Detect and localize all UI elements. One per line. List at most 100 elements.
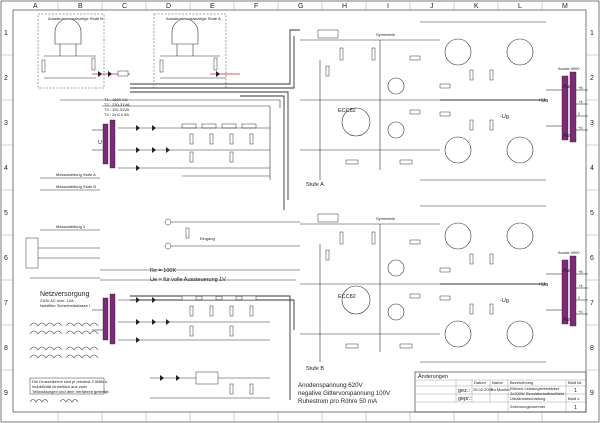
col-label-m: M: [562, 3, 568, 10]
col-label-l: L: [518, 3, 522, 10]
input-ue: Ue = für volle Aussteuerung 1V: [150, 277, 226, 283]
row-gez: gez.:: [458, 388, 470, 394]
col-label-b: B: [78, 3, 83, 10]
diode-icon: [152, 319, 156, 325]
col-bezeichnung: Bezeichnung: [510, 380, 533, 385]
tube-icon: [444, 38, 472, 66]
choke-note-line-3: Teilwicklungen und dem Verfahren geferti…: [32, 389, 110, 394]
monitor-label-b: Messanleitung Stufe B: [56, 184, 96, 189]
stage-a-transformer-label: Anode 9000: [558, 66, 580, 71]
stage-b-transformer-label: Anode 9000: [558, 250, 580, 255]
row-label-right-1: 1: [590, 30, 594, 37]
mains-line-1: 230V AC max. 10A: [40, 298, 74, 303]
monitor-terminals: Messanleitung Stufe A Messanleitung Stuf…: [25, 172, 100, 269]
tube-icon: [444, 222, 472, 250]
description-line-3: Ultralinearschaltung: [510, 396, 545, 401]
col-label-a: A: [33, 3, 38, 10]
choke-note-line-1: Die Drosselkerne sind je mindest 2,5Mikr…: [32, 379, 108, 384]
output-transformer-b: Anode 9000 Aa Ab +8 +4 2 +0: [546, 250, 588, 327]
diode-icon: [166, 319, 170, 325]
power-transformer-lower: [92, 293, 116, 345]
sheet-total: 1: [574, 405, 577, 411]
note-grid-bias: negative Gittervorspannung 100V: [298, 390, 391, 397]
stage-b-ua: +Ua: [538, 282, 549, 288]
col-label-k: K: [474, 3, 479, 10]
meter-stage-b-title: Aussteuerungsanzeige Stufe B: [48, 16, 103, 21]
row-label-7: 7: [4, 300, 8, 307]
col-name: Name: [492, 380, 503, 385]
col-label-g: G: [298, 3, 303, 10]
tube-icon: [341, 107, 371, 137]
tube-icon: [506, 38, 534, 66]
stage-b-ug: -Ug: [500, 298, 509, 304]
row-label-right-6: 6: [590, 255, 594, 262]
stage-a-label: Stufe A: [306, 182, 324, 188]
stage-a-driver-tube: ECC82: [338, 108, 356, 114]
col-blatt: Blatt Nr.: [568, 380, 582, 385]
tap-2: T2 : 230-31VA: [104, 102, 130, 107]
output-stage-a: +Ua -Ug: [420, 21, 549, 181]
input-re: Re = 100K: [150, 268, 176, 274]
row-label-right-9: 9: [590, 390, 594, 397]
row-label-2: 2: [4, 75, 8, 82]
tube-icon: [506, 320, 534, 348]
stage-a-tap-4: +0: [578, 125, 583, 130]
description-line-1: Röhren-Leistungsverstärker: [510, 386, 560, 391]
input-jack-icon: [164, 242, 172, 250]
row-label-right-5: 5: [590, 210, 594, 217]
stage-a-ua: +Ua: [538, 98, 549, 104]
transformer-taps: T1 : 1800 CA T2 : 230-31VA T3 : 110-31VA…: [104, 97, 130, 117]
tap-3: T3 : 110-31VA: [104, 107, 130, 112]
monitor-label-1: Messanleitung 1: [56, 224, 86, 229]
row-label-right-4: 4: [590, 165, 594, 172]
meter-stage-a-title: Aussteuerungsanzeige Stufe A: [166, 16, 221, 21]
choke-note: Die Drosselkerne sind je mindest 2,5Mikr…: [29, 377, 110, 403]
choke-note-line-2: Induktivität einheitlich aus zwei: [32, 384, 87, 389]
rectifier-bridge-lower: [118, 295, 270, 343]
col-label-j: J: [430, 3, 434, 10]
col-datum: Datum: [474, 380, 486, 385]
stage-b-driver-tube: ECC82: [338, 294, 356, 300]
tube-icon: [387, 259, 405, 277]
bus-wires: [60, 29, 300, 400]
tube-icon: [444, 136, 472, 164]
diode-icon: [136, 337, 140, 343]
stage-b-tap-3: 2: [578, 295, 581, 300]
stage-b-tap-1: +8: [578, 269, 583, 274]
meter-rectifier: [92, 70, 240, 77]
input-label: Eingang: [200, 236, 215, 241]
tap-4: T4 : 2x 6.3 5A: [104, 112, 129, 117]
input-jack-icon: [164, 218, 172, 226]
stage-b-ab: Ab: [563, 317, 570, 323]
driver-stage-b: Symmetrie ECC82 Stufe B: [300, 213, 440, 372]
monitor-label-a: Messanleitung Stufe A: [56, 172, 96, 177]
gez-date: 25.02.2009: [473, 387, 494, 392]
input-section: Eingang Re = 100K Ue = für volle Aussteu…: [150, 218, 300, 283]
regulator-block: [150, 371, 270, 399]
rectifier-bridge-upper: [118, 123, 270, 177]
meter-stage-a: Aussteuerungsanzeige Stufe A: [153, 13, 227, 89]
description-line-2: 2x200W Simulatoraufbau/Netz: [510, 391, 564, 396]
choke-bank: [29, 322, 99, 359]
row-label-right-8: 8: [590, 345, 594, 352]
stage-b-tap-4: +0: [578, 309, 583, 314]
stage-a-tap-1: +8: [578, 85, 583, 90]
stage-a-ug: -Ug: [500, 114, 509, 120]
stage-b-phase: Symmetrie: [376, 216, 396, 221]
output-stage-b: +Ua -Ug: [420, 205, 549, 363]
stage-a-aa: Aa: [563, 84, 571, 90]
col-label-f: F: [254, 3, 258, 10]
driver-stage-a: Symmetrie ECC82 Stufe A: [300, 29, 440, 188]
note-anode-voltage: Anodenspannung 620V: [298, 382, 364, 389]
tube-icon: [444, 320, 472, 348]
diode-icon: [216, 71, 220, 77]
diode-icon: [136, 147, 140, 153]
row-label-1: 1: [4, 30, 8, 37]
meter-stage-b: Aussteuerungsanzeige Stufe B: [37, 13, 105, 89]
sheet-number: 1: [574, 388, 577, 394]
col-label-h: H: [342, 3, 347, 10]
row-label-6: 6: [4, 255, 8, 262]
col-label-e: E: [210, 3, 215, 10]
gez-name: Fa.Mueller: [491, 387, 511, 392]
